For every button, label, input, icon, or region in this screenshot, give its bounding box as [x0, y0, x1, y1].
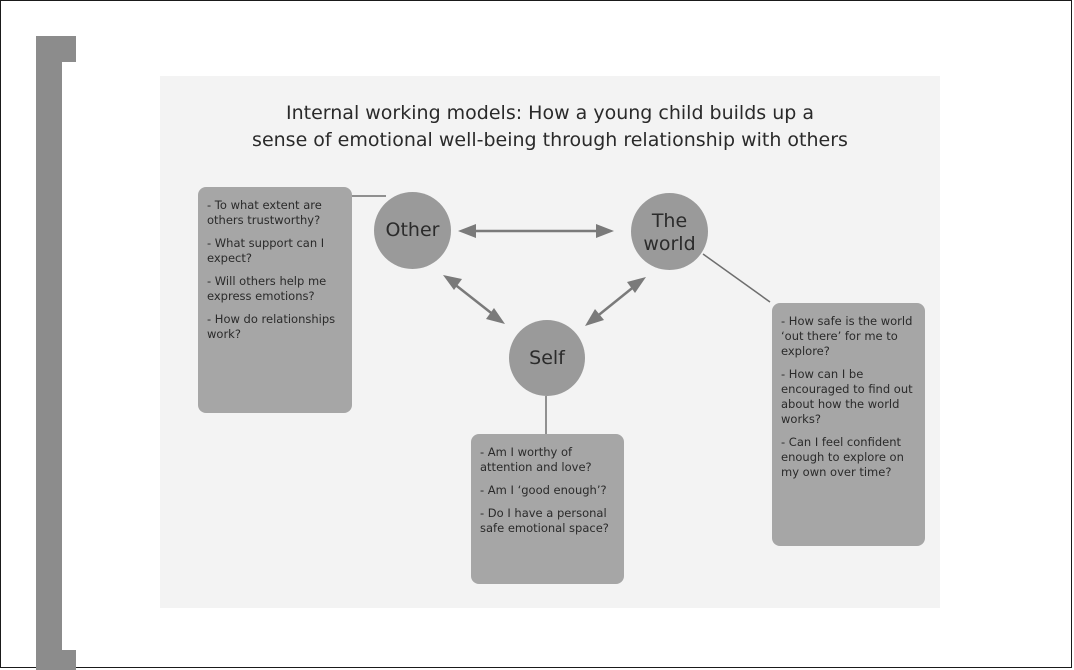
self-world-arrow [585, 277, 646, 326]
title-line-1: Internal working models: How a young chi… [286, 102, 814, 124]
left-bracket-vertical [36, 36, 62, 670]
world-question: - How safe is the world ‘out there’ for … [781, 314, 913, 358]
other-question: - Will others help me express emotions? [207, 274, 327, 303]
self-node: Self [509, 320, 585, 396]
self-question: - Am I worthy of attention and love? [480, 445, 592, 474]
left-bracket-bottom-tab [36, 650, 76, 670]
other-question: - To what extent are others trustworthy? [207, 198, 322, 227]
other-world-arrow [458, 224, 614, 238]
world-question: - Can I feel confident enough to explore… [781, 435, 904, 479]
other-self-arrow [443, 275, 505, 324]
world-node-label: The world [643, 208, 695, 256]
self-question: - Do I have a personal safe emotional sp… [480, 506, 609, 535]
diagram-title: Internal working models: How a young chi… [160, 100, 940, 154]
self-questions-box: - Am I worthy of attention and love? - A… [471, 434, 624, 584]
world-questions-box: - How safe is the world ‘out there’ for … [772, 303, 925, 546]
left-bracket-top-tab [36, 36, 76, 62]
world-box-connector [702, 253, 771, 303]
self-node-label: Self [529, 346, 565, 369]
other-node-label: Other [385, 219, 440, 241]
title-line-2: sense of emotional well-being through re… [252, 129, 848, 151]
other-question: - How do relationships work? [207, 312, 336, 341]
self-question: - Am I ‘good enough’? [480, 483, 607, 497]
other-node: Other [374, 192, 451, 269]
other-question: - What support can I expect? [207, 236, 325, 265]
world-node-label-line-1: The [651, 209, 688, 232]
world-node: The world [631, 193, 708, 270]
world-question: - How can I be encouraged to find out ab… [781, 367, 913, 426]
world-node-label-line-2: world [643, 232, 696, 255]
other-questions-box: - To what extent are others trustworthy?… [198, 187, 352, 413]
